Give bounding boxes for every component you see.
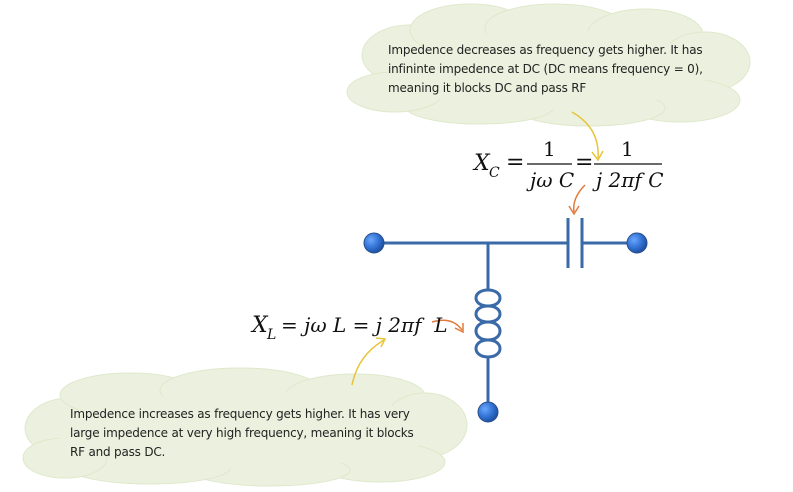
capacitor-formula: X C = 1 jω C = 1 j 2πf C xyxy=(472,137,664,192)
inductor-formula: X L = jω L = j 2πf L xyxy=(250,313,448,343)
inductor-formula-rhs: = jω L = j 2πf L xyxy=(281,313,448,337)
inductor-note-line: large impedence at very high frequency, … xyxy=(70,426,414,440)
capacitor-note-line: meaning it blocks DC and pass RF xyxy=(388,81,587,95)
capacitor-formula-denominator-1: jω C xyxy=(526,168,574,192)
capacitor-note-cloud xyxy=(346,3,751,127)
terminal-output xyxy=(626,232,648,254)
inductor-note-line: RF and pass DC. xyxy=(70,445,166,459)
capacitor-formula-numerator-1: 1 xyxy=(543,137,556,161)
inductor-formula-lhs: X xyxy=(250,313,269,338)
capacitor-formula-arrowhead xyxy=(568,205,580,216)
capacitor-formula-equals-1: = xyxy=(506,150,524,175)
capacitor-formula-denominator-2: j 2πf C xyxy=(592,168,664,192)
inductor-formula-lhs-sub: L xyxy=(266,327,276,343)
inductor-formula-arrow xyxy=(431,319,463,331)
capacitor-formula-arrow xyxy=(572,184,586,213)
capacitor-formula-numerator-2: 1 xyxy=(621,137,634,161)
capacitor-formula-lhs-sub: C xyxy=(489,165,500,181)
inductor-formula-arrowhead xyxy=(454,323,464,334)
terminal-ground xyxy=(477,401,499,423)
capacitor-note-line: infininte impedence at DC (DC means freq… xyxy=(388,62,703,76)
inductor-note-arrowhead xyxy=(375,337,387,348)
capacitor-formula-equals-2: = xyxy=(575,150,593,175)
inductor-note-cloud xyxy=(22,367,468,487)
capacitor-symbol xyxy=(566,218,584,268)
capacitor-formula-lhs: X xyxy=(472,151,491,176)
capacitor-note-line: Impedence decreases as frequency gets hi… xyxy=(388,43,703,57)
inductor-note-line: Impedence increases as frequency gets hi… xyxy=(70,407,410,421)
inductor-note-text: Impedence increases as frequency gets hi… xyxy=(70,405,430,462)
terminal-input xyxy=(363,232,385,254)
capacitor-note-arrow xyxy=(571,111,599,159)
capacitor-note-arrowhead xyxy=(591,150,604,162)
inductor-symbol xyxy=(474,288,502,359)
inductor-note-arrow xyxy=(351,339,385,386)
capacitor-note-text: Impedence decreases as frequency gets hi… xyxy=(388,41,718,98)
